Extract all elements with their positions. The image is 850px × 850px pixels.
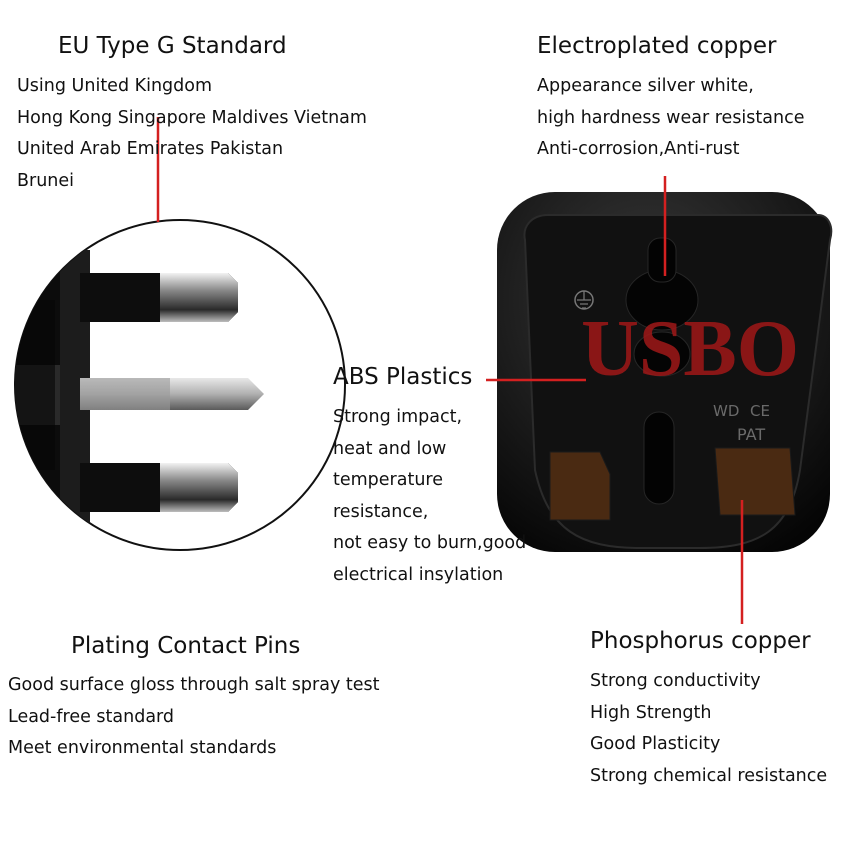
plug-pin-middle bbox=[80, 378, 264, 410]
pins-line: Meet environmental standards bbox=[8, 738, 277, 758]
heading-phosphorus: Phosphorus copper bbox=[590, 628, 811, 654]
phosphorus-lines: Strong conductivity High Strength Good P… bbox=[590, 666, 827, 792]
abs-line: heat and low bbox=[333, 438, 447, 459]
phosphorus-line: High Strength bbox=[590, 702, 712, 723]
type-g-line: Hong Kong Singapore Maldives Vietnam bbox=[17, 107, 367, 128]
pins-lines: Good surface gloss through salt spray te… bbox=[8, 670, 379, 765]
socket-face bbox=[497, 192, 833, 552]
type-g-line: United Arab Emirates Pakistan bbox=[17, 139, 284, 159]
plug-pin-top bbox=[80, 273, 238, 322]
abs-lines: Strong impact, heat and low temperature … bbox=[333, 402, 526, 591]
heading-type-g: EU Type G Standard bbox=[58, 33, 287, 59]
phosphorus-line: Strong conductivity bbox=[590, 671, 761, 691]
phosphorus-line: Strong chemical resistance bbox=[590, 765, 828, 786]
abs-line: electrical insylation bbox=[333, 564, 504, 585]
copper-line: high hardness wear resistance bbox=[537, 107, 805, 128]
plug-pin-bottom bbox=[80, 463, 238, 512]
heading-abs: ABS Plastics bbox=[333, 364, 473, 390]
copper-line: Appearance silver white, bbox=[537, 76, 754, 96]
plug-zoom-circle bbox=[14, 219, 346, 551]
socket-watermark: USBO bbox=[581, 305, 799, 393]
abs-line: resistance, bbox=[333, 501, 429, 522]
pins-line: Lead-free standard bbox=[8, 706, 175, 727]
type-g-line: Brunei bbox=[17, 170, 75, 191]
copper-lines: Appearance silver white, high hardness w… bbox=[537, 71, 804, 166]
socket-mark-wd: WD bbox=[713, 402, 739, 420]
type-g-line: Using United Kingdom bbox=[17, 76, 213, 96]
abs-line: not easy to burn,good bbox=[333, 533, 527, 553]
socket-mark-ce: CE bbox=[750, 402, 770, 420]
copper-line: Anti-corrosion,Anti-rust bbox=[537, 139, 740, 159]
type-g-lines: Using United Kingdom Hong Kong Singapore… bbox=[17, 71, 367, 197]
socket-mark-pat: PAT bbox=[737, 425, 765, 444]
phosphorus-line: Good Plasticity bbox=[590, 734, 721, 754]
abs-line: Strong impact, bbox=[333, 407, 463, 427]
heading-pins: Plating Contact Pins bbox=[71, 633, 301, 659]
pins-line: Good surface gloss through salt spray te… bbox=[8, 675, 380, 695]
abs-line: temperature bbox=[333, 470, 443, 490]
heading-copper: Electroplated copper bbox=[537, 33, 777, 59]
